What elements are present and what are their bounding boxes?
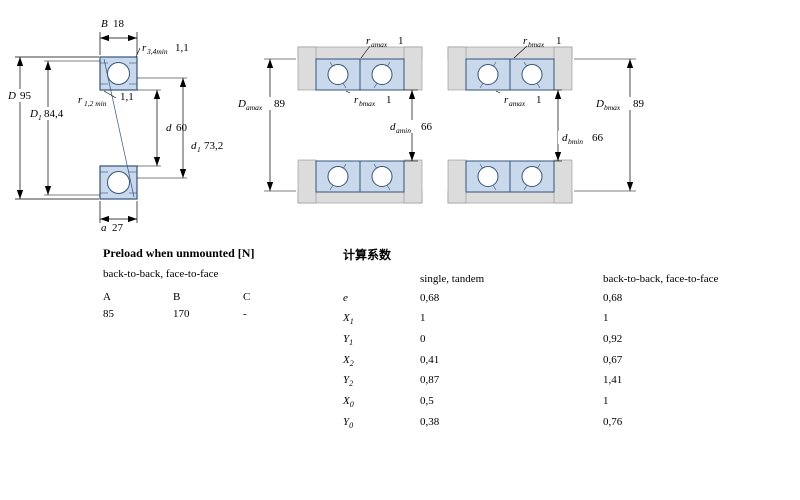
- arrangement-back-to-back: r amax 1 D amax 89 r bmax 1 d amin 66: [234, 35, 436, 204]
- dim-Dbmax-value: 89: [633, 98, 645, 110]
- preload-grid: A B C 85 170 -: [103, 289, 343, 323]
- factor-symbol: Y1: [343, 332, 354, 348]
- preload-table: Preload when unmounted [N] back-to-back,…: [103, 246, 343, 323]
- dim-d1-value: 73,2: [204, 140, 223, 152]
- ball: [327, 64, 349, 85]
- contact-angle-line: [103, 58, 135, 198]
- dim-dbmin-sub: bmin: [568, 137, 583, 146]
- dim-ramax-top-value: 1: [398, 35, 404, 47]
- dim-ramax-mid-value: 1: [536, 94, 542, 106]
- factor-btb-ftf-value: 1,41: [603, 374, 623, 387]
- dim-d-symbol: d: [166, 122, 172, 134]
- dim-a-value: 27: [112, 222, 124, 234]
- ball-top: [107, 62, 130, 85]
- dim-rbmax-top-value: 1: [556, 35, 562, 47]
- ball-bottom: [107, 171, 130, 194]
- dim-ramax-mid-symbol: r: [504, 94, 509, 106]
- dim-rbmax-mid-symbol: r: [354, 94, 359, 106]
- dim-r34-value: 1,1: [175, 42, 189, 54]
- dim-damin-value: 66: [421, 121, 433, 133]
- dim-r34-symbol: r: [142, 42, 147, 54]
- dim-rbmax-top-symbol: r: [523, 35, 528, 47]
- factors-title: 计算系数: [343, 248, 392, 262]
- dim-Dbmax-sub: bmax: [604, 103, 621, 112]
- dim-r12-sub: 1,2 min: [84, 99, 107, 108]
- dim-Damax-value: 89: [274, 98, 286, 110]
- factor-single-tandem-value: 0,5: [420, 394, 434, 407]
- bearing-cross-section: B 18 r 3,4min 1,1 D 95 D 1 84,4 r: [4, 18, 223, 234]
- dim-damin-sub: amin: [396, 126, 411, 135]
- factor-btb-ftf-value: 1: [603, 312, 609, 325]
- factor-symbol: Y0: [343, 415, 354, 430]
- dim-rbmax-mid-sub: bmax: [359, 99, 376, 108]
- dim-r12-value: 1,1: [120, 91, 134, 103]
- dim-D-symbol: D: [7, 90, 16, 102]
- dim-dbmin-symbol: d: [562, 132, 568, 144]
- arrangement-face-to-face: r bmax 1 r amax 1 D bmax 89 d bmin 66: [447, 35, 650, 204]
- factor-symbol: X1: [343, 312, 354, 327]
- dim-damin-symbol: d: [390, 121, 396, 133]
- dim-D1-sub: 1: [38, 113, 42, 122]
- ball: [477, 166, 499, 187]
- ball: [521, 64, 543, 85]
- dim-a-symbol: a: [101, 222, 107, 234]
- dim-rbmax-top-sub: bmax: [528, 40, 545, 49]
- ball: [521, 166, 543, 187]
- ball: [371, 64, 393, 85]
- factors-header-btb-ftf: back-to-back, face-to-face: [603, 273, 719, 285]
- preload-value-c: -: [243, 308, 247, 320]
- preload-value-a: 85: [103, 308, 114, 320]
- preload-header-c: C: [243, 291, 251, 303]
- factor-single-tandem-value: 0,68: [420, 291, 440, 304]
- preload-header-b: B: [173, 291, 181, 303]
- factor-single-tandem-value: 1: [420, 312, 426, 325]
- dim-ramax-mid-sub: amax: [509, 99, 526, 108]
- dim-D-value: 95: [20, 90, 32, 102]
- factors-header-single-tandem: single, tandem: [420, 273, 485, 285]
- dim-D1-value: 84,4: [44, 108, 64, 120]
- factor-btb-ftf-value: 0,76: [603, 415, 623, 428]
- factor-btb-ftf-value: 0,68: [603, 291, 623, 304]
- dim-Damax-sub: amax: [246, 103, 263, 112]
- preload-title: Preload when unmounted [N]: [103, 246, 255, 260]
- dim-dbmin-value: 66: [592, 132, 604, 144]
- factor-single-tandem-value: 0,41: [420, 353, 440, 366]
- ball: [371, 166, 393, 187]
- factor-symbol: e: [343, 291, 348, 304]
- factor-btb-ftf-value: 0,67: [603, 353, 623, 366]
- factor-single-tandem-value: 0,87: [420, 374, 440, 387]
- calculation-factors-table: 计算系数 single, tandem back-to-back, face-t…: [343, 246, 793, 434]
- factors-grid: single, tandem back-to-back, face-to-fac…: [343, 271, 793, 434]
- dim-d-value: 60: [176, 122, 188, 134]
- ball: [477, 64, 499, 85]
- preload-value-b: 170: [173, 308, 190, 320]
- dim-B-symbol: B: [101, 18, 108, 30]
- technical-drawings: B 18 r 3,4min 1,1 D 95 D 1 84,4 r: [4, 18, 650, 234]
- ball: [327, 166, 349, 187]
- dim-B-value: 18: [113, 18, 125, 30]
- factor-symbol: X0: [343, 394, 354, 410]
- dim-r34-sub: 3,4min: [146, 47, 168, 56]
- factors-header-empty: [343, 271, 420, 290]
- dim-r12-symbol: r: [78, 94, 83, 106]
- dim-Dbmax-symbol: D: [595, 98, 604, 110]
- factor-symbol: Y2: [343, 374, 354, 389]
- dim-rbmax-mid-value: 1: [386, 94, 392, 106]
- dim-ramax-top-symbol: r: [366, 35, 371, 47]
- factor-btb-ftf-value: 1: [603, 394, 609, 407]
- dim-D1-symbol: D: [29, 108, 38, 120]
- factor-single-tandem-value: 0: [420, 332, 426, 345]
- dim-Damax-symbol: D: [237, 98, 246, 110]
- dim-d1-symbol: d: [191, 140, 197, 152]
- factor-btb-ftf-value: 0,92: [603, 332, 623, 345]
- factor-symbol: X2: [343, 353, 354, 368]
- preload-subtitle: back-to-back, face-to-face: [103, 268, 219, 280]
- dim-d1-sub: 1: [197, 145, 201, 154]
- dim-ramax-top-sub: amax: [371, 40, 388, 49]
- preload-header-a: A: [103, 291, 111, 303]
- factor-single-tandem-value: 0,38: [420, 415, 440, 428]
